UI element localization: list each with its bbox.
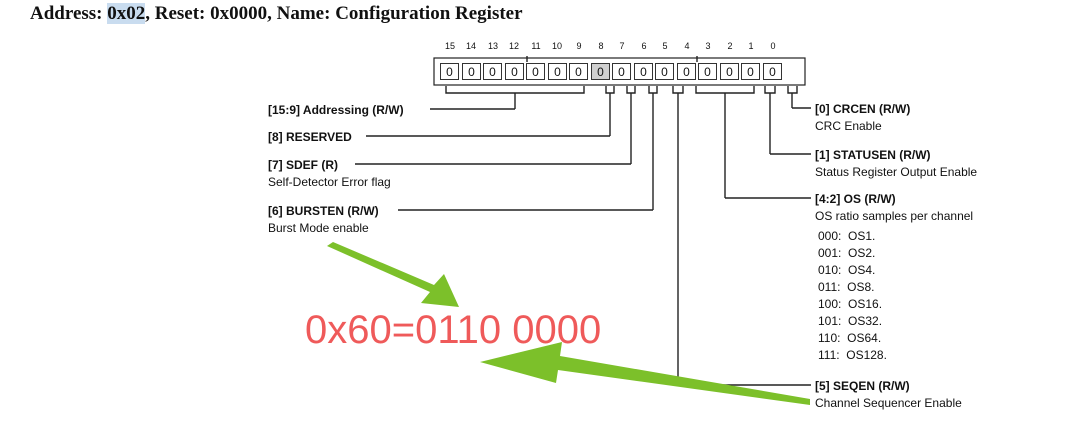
field-crcen-description: CRC Enable: [815, 119, 882, 133]
field-sdef-label: [7] SDEF (R): [268, 158, 338, 172]
bit-number: 5: [662, 41, 668, 51]
bit-cell: 0: [569, 63, 588, 80]
bit-cell: 0: [720, 63, 739, 80]
bit-cell: 0: [548, 63, 567, 80]
field-seqen-description: Channel Sequencer Enable: [815, 396, 962, 410]
title-suffix: , Reset: 0x0000, Name: Configuration Reg…: [145, 3, 523, 24]
bit-cell: 0: [483, 63, 502, 80]
bit-number: 14: [465, 41, 476, 51]
bit-cell: 0: [677, 63, 696, 80]
bit-number: 7: [619, 41, 625, 51]
field-sdef-description: Self-Detector Error flag: [268, 175, 391, 189]
arrow-from-bursten: [327, 242, 459, 307]
bit-cell: 0: [526, 63, 545, 80]
field-statusen-description: Status Register Output Enable: [815, 165, 978, 179]
bit-number: 2: [727, 41, 733, 51]
bit-cell-reserved: 0: [591, 63, 610, 80]
register-title: Address: 0x02, Reset: 0x0000, Name: Conf…: [30, 3, 523, 25]
arrow-from-seqen: [480, 342, 810, 405]
bit-number: 15: [444, 41, 455, 51]
os-option: 010: OS4.: [818, 263, 876, 277]
bit-cell: 0: [655, 63, 674, 80]
field-seqen-label: [5] SEQEN (R/W): [815, 379, 910, 393]
bit-number: 3: [705, 41, 711, 51]
field-addressing-label: [15:9] Addressing (R/W): [268, 103, 404, 117]
bit-number: 12: [508, 41, 519, 51]
bit-cell: 0: [634, 63, 653, 80]
bit-number: 8: [598, 41, 604, 51]
bit-cell: 0: [698, 63, 717, 80]
os-option: 011: OS8.: [818, 280, 875, 294]
bit-number: 13: [487, 41, 498, 51]
bit-number: 10: [551, 41, 562, 51]
bit-number: 9: [576, 41, 582, 51]
os-option: 110: OS64.: [818, 331, 882, 345]
bit-number: 4: [684, 41, 690, 51]
title-prefix: Address:: [30, 3, 108, 24]
field-crcen-label: [0] CRCEN (R/W): [815, 102, 911, 116]
field-statusen-label: [1] STATUSEN (R/W): [815, 148, 931, 162]
bit-cell: 0: [462, 63, 481, 80]
field-bursten-description: Burst Mode enable: [268, 221, 369, 235]
field-bursten-label: [6] BURSTEN (R/W): [268, 204, 379, 218]
bit-number: 1: [748, 41, 754, 51]
bit-cell: 0: [505, 63, 524, 80]
field-os-label: [4:2] OS (R/W): [815, 192, 896, 206]
os-option: 000: OS1.: [818, 229, 876, 243]
bit-cell: 0: [612, 63, 631, 80]
bit-cell: 0: [763, 63, 782, 80]
bit-number: 0: [770, 41, 776, 51]
os-option: 111: OS128.: [818, 348, 887, 362]
field-reserved-label: [8] RESERVED: [268, 130, 352, 144]
bit-number: 11: [531, 41, 541, 51]
bit-cell: 0: [741, 63, 760, 80]
bit-number: 6: [641, 41, 647, 51]
os-option: 101: OS32.: [818, 314, 883, 328]
os-option: 001: OS2.: [818, 246, 876, 260]
address-highlight: 0x02: [107, 3, 146, 24]
field-os-description: OS ratio samples per channel: [815, 209, 974, 223]
os-option: 100: OS16.: [818, 297, 883, 311]
bit-cell: 0: [440, 63, 459, 80]
